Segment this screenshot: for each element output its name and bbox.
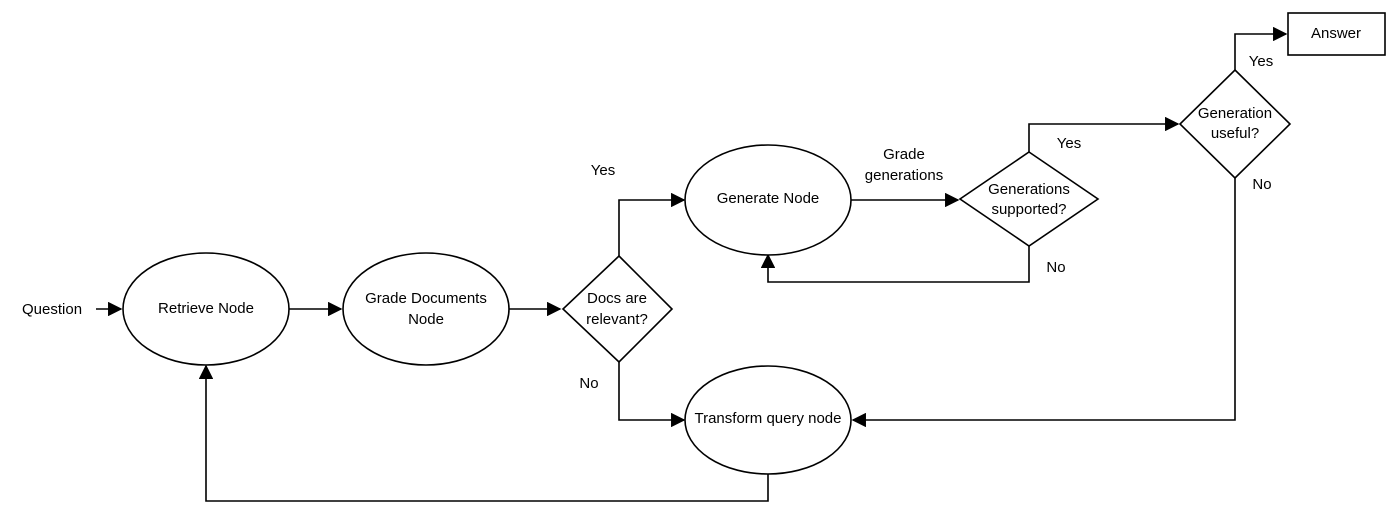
edge-supported-no-to-generate <box>760 246 1030 283</box>
retrieve-node-label: Retrieve Node <box>158 300 254 317</box>
edge-transform-to-retrieve <box>198 364 769 502</box>
edge-supported-yes-to-useful <box>1028 116 1180 152</box>
grade-documents-node: Grade Documents Node <box>342 252 510 366</box>
grade-documents-node-label-line2: Node <box>408 311 444 328</box>
docs-relevant-label-line2: relevant? <box>586 311 648 328</box>
edge-useful-yes-to-answer <box>1234 26 1288 70</box>
answer-node-label: Answer <box>1311 25 1361 42</box>
edge-docs-no-to-transform <box>618 362 686 428</box>
generations-supported-label-line2: supported? <box>991 201 1066 218</box>
generation-useful-label-line1: Generation <box>1198 105 1272 122</box>
generations-supported-label-line1: Generations <box>988 181 1070 198</box>
retrieve-node: Retrieve Node <box>122 252 290 366</box>
docs-relevant-decision: Docs are relevant? <box>561 254 674 364</box>
answer-node: Answer <box>1287 12 1386 56</box>
edge-useful-no-to-transform <box>851 178 1236 428</box>
transform-query-node-label: Transform query node <box>694 410 841 427</box>
supported-no-label: No <box>1046 259 1065 276</box>
generations-supported-decision: Generations supported? <box>958 151 1100 247</box>
useful-yes-label: Yes <box>1249 53 1273 70</box>
grade-generations-label-line1: Grade <box>883 146 925 163</box>
docs-no-label: No <box>579 375 598 392</box>
generation-useful-label-line2: useful? <box>1211 125 1259 142</box>
generate-node: Generate Node <box>684 144 852 256</box>
docs-relevant-label-line1: Docs are <box>587 290 647 307</box>
supported-yes-label: Yes <box>1057 135 1081 152</box>
edge-docs-yes-to-generate <box>618 192 686 256</box>
grade-generations-label-line2: generations <box>865 167 943 184</box>
generation-useful-decision: Generation useful? <box>1178 68 1292 180</box>
question-label: Question <box>22 301 82 318</box>
generate-node-label: Generate Node <box>717 190 820 207</box>
grade-documents-node-label-line1: Grade Documents <box>365 290 487 307</box>
useful-no-label: No <box>1252 176 1271 193</box>
transform-query-node: Transform query node <box>684 365 852 475</box>
docs-yes-label: Yes <box>591 162 615 179</box>
